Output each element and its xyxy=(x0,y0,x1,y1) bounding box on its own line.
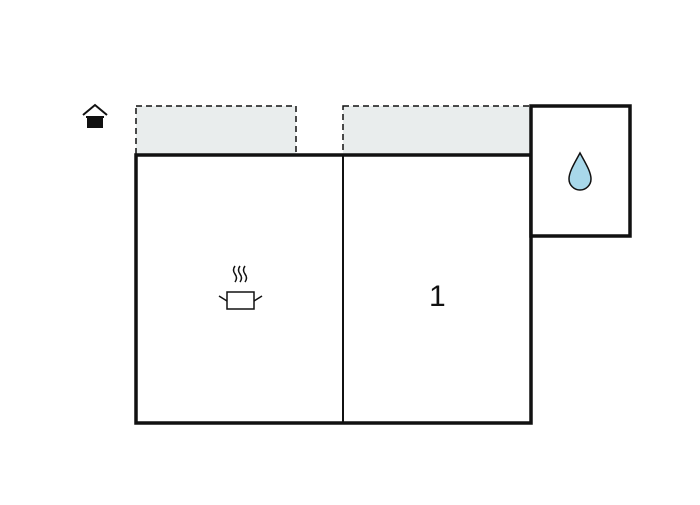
terrace-left xyxy=(135,105,297,156)
water-drop-icon xyxy=(568,151,592,191)
house-entrance-icon xyxy=(82,103,108,128)
cooking-pot-icon xyxy=(218,265,263,310)
room-number-label: 1 xyxy=(429,280,446,313)
building-outline xyxy=(134,153,533,425)
terrace-right xyxy=(342,105,532,156)
